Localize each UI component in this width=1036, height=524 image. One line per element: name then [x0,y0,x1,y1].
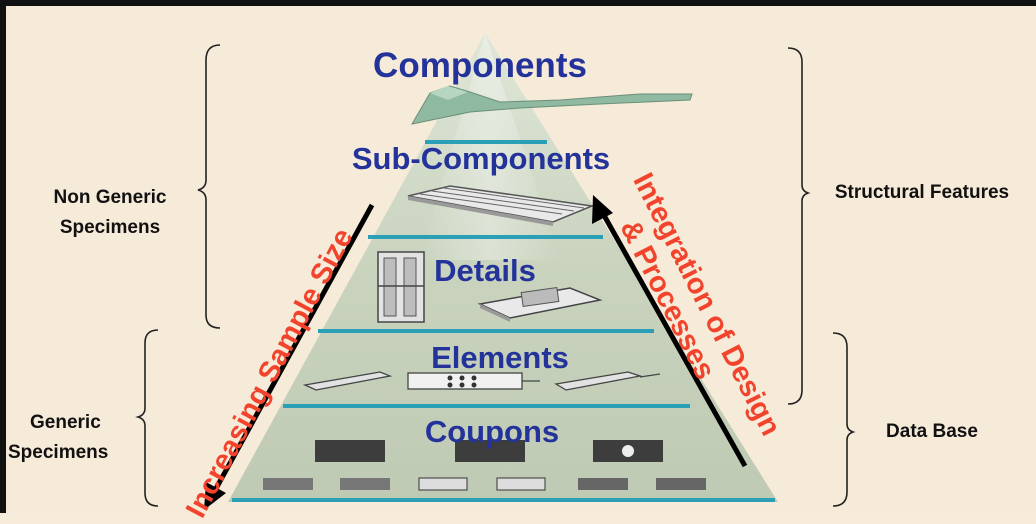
down-arrow [204,203,375,510]
level-details-label: Details [434,253,536,288]
left-brackets [135,44,221,507]
bracket-structural [787,47,811,405]
non-generic-line2: Specimens [59,217,161,238]
structural-features-label: Structural Features [834,182,1010,203]
generic-line2: Specimens [8,442,109,463]
generic-specimens-label: Generic Specimens [8,408,138,468]
level-sub-components-label: Sub-Components [351,141,611,176]
non-generic-specimens-label: Non Generic Specimens [40,183,180,243]
up-arrow [592,195,748,468]
tier-lines [232,140,775,502]
right-brackets [787,47,856,507]
level-components-label: Components [373,46,587,85]
bracket-non-generic [197,44,221,329]
bracket-generic [135,329,159,507]
pyramid-body [228,33,778,502]
generic-line1: Generic [30,412,101,433]
element-illustrations [302,371,661,391]
pyramid-diagram [135,33,856,510]
bracket-database [832,332,856,507]
level-elements-label: Elements [431,340,569,375]
non-generic-line1: Non Generic [53,187,167,208]
detail-illustration-left [377,251,425,323]
coupon-illustrations [263,440,706,491]
detail-illustration-right [477,286,603,322]
sub-component-illustration [407,185,595,226]
wing-illustration [411,85,693,125]
data-base-label: Data Base [886,421,978,442]
level-coupons-label: Coupons [424,414,560,449]
